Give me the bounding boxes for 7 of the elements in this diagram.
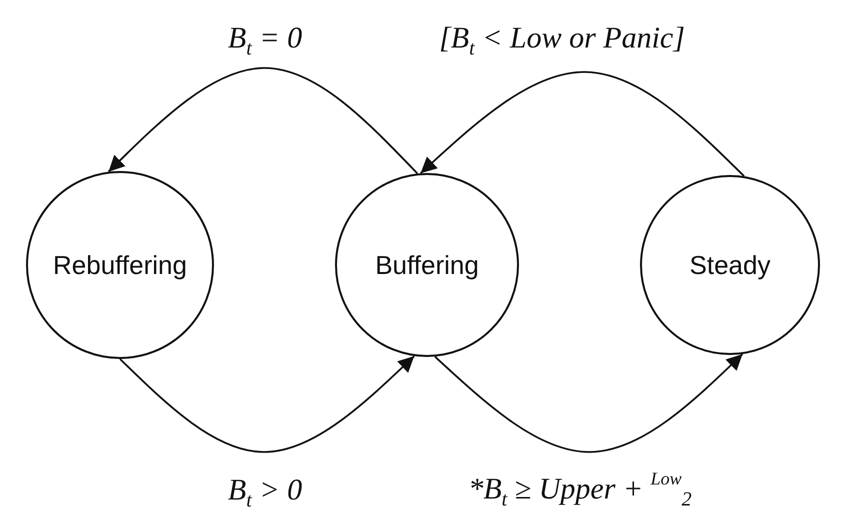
state-label: Steady [690, 250, 770, 280]
arrow [119, 355, 415, 453]
arrow [434, 353, 744, 453]
arrow [108, 67, 418, 174]
arrow [420, 71, 745, 177]
state-label: Buffering [375, 250, 479, 280]
state-label: Rebuffering [53, 250, 187, 280]
